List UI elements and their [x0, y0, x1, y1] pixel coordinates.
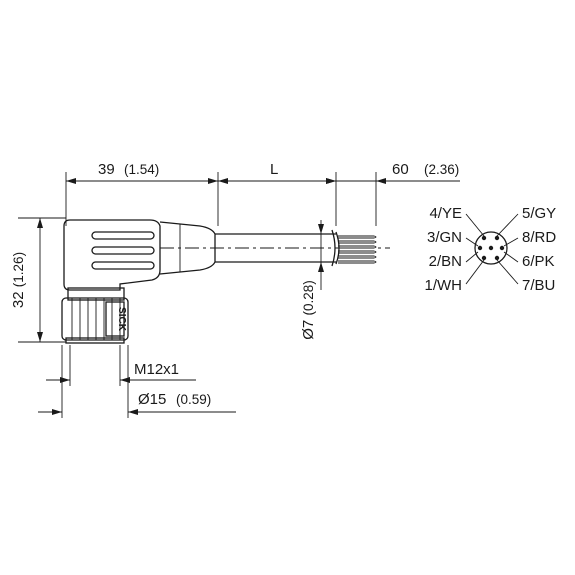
coupling-nut: SICK [61, 287, 129, 344]
dim-nut-diameter-value: Ø15 [138, 391, 166, 408]
stripped-wires [338, 235, 377, 264]
connector-logo: SICK [116, 307, 127, 332]
pin-dot [494, 255, 500, 261]
pin-label-right: 7/BU [522, 277, 555, 294]
pin-label-left: 1/WH [425, 277, 463, 294]
pin-dot [481, 235, 487, 241]
pin-dot [494, 235, 500, 241]
dim-thread-value: M12x1 [134, 361, 179, 378]
dim-strip-length-value: 60 [392, 161, 409, 178]
dim-cable-length-value: L [270, 161, 278, 178]
pin-label-left: 2/BN [429, 253, 462, 270]
dim-cable-length: L [218, 161, 337, 226]
pin-label-right: 8/RD [522, 229, 556, 246]
dim-nut-diameter-inch: (0.59) [176, 392, 211, 407]
dim-strip-length-inch: (2.36) [424, 162, 459, 177]
dim-body-length-value: 39 [98, 161, 115, 178]
pin-label-left: 3/GN [427, 229, 462, 246]
pin-dot [488, 245, 494, 251]
pinout-diagram: 4/YE 3/GN 2/BN 1/WH 5/GY 8/RD 6/PK 7/BU [425, 205, 557, 294]
dim-cable-diameter-text: Ø7 (0.28) [300, 280, 317, 339]
pin-dot [481, 255, 487, 261]
dim-height: 32 (1.26) [10, 217, 66, 343]
dim-thread: M12x1 [46, 345, 196, 386]
pin-dot [477, 245, 483, 251]
dim-nut-diameter: Ø15 (0.59) [38, 345, 236, 418]
dim-body-length: 39 (1.54) [65, 161, 219, 226]
dim-body-length-inch: (1.54) [124, 162, 159, 177]
pin-dot [499, 245, 505, 251]
dim-height-text: 32 (1.26) [10, 252, 27, 308]
pin-label-right: 6/PK [522, 253, 555, 270]
cable [160, 229, 390, 267]
dim-strip-length: 60 (2.36) [326, 161, 460, 226]
connector-housing [63, 219, 216, 291]
pin-label-right: 5/GY [522, 205, 556, 222]
pin-label-left: 4/YE [429, 205, 462, 222]
dim-cable-diameter: Ø7 (0.28) [300, 220, 324, 340]
